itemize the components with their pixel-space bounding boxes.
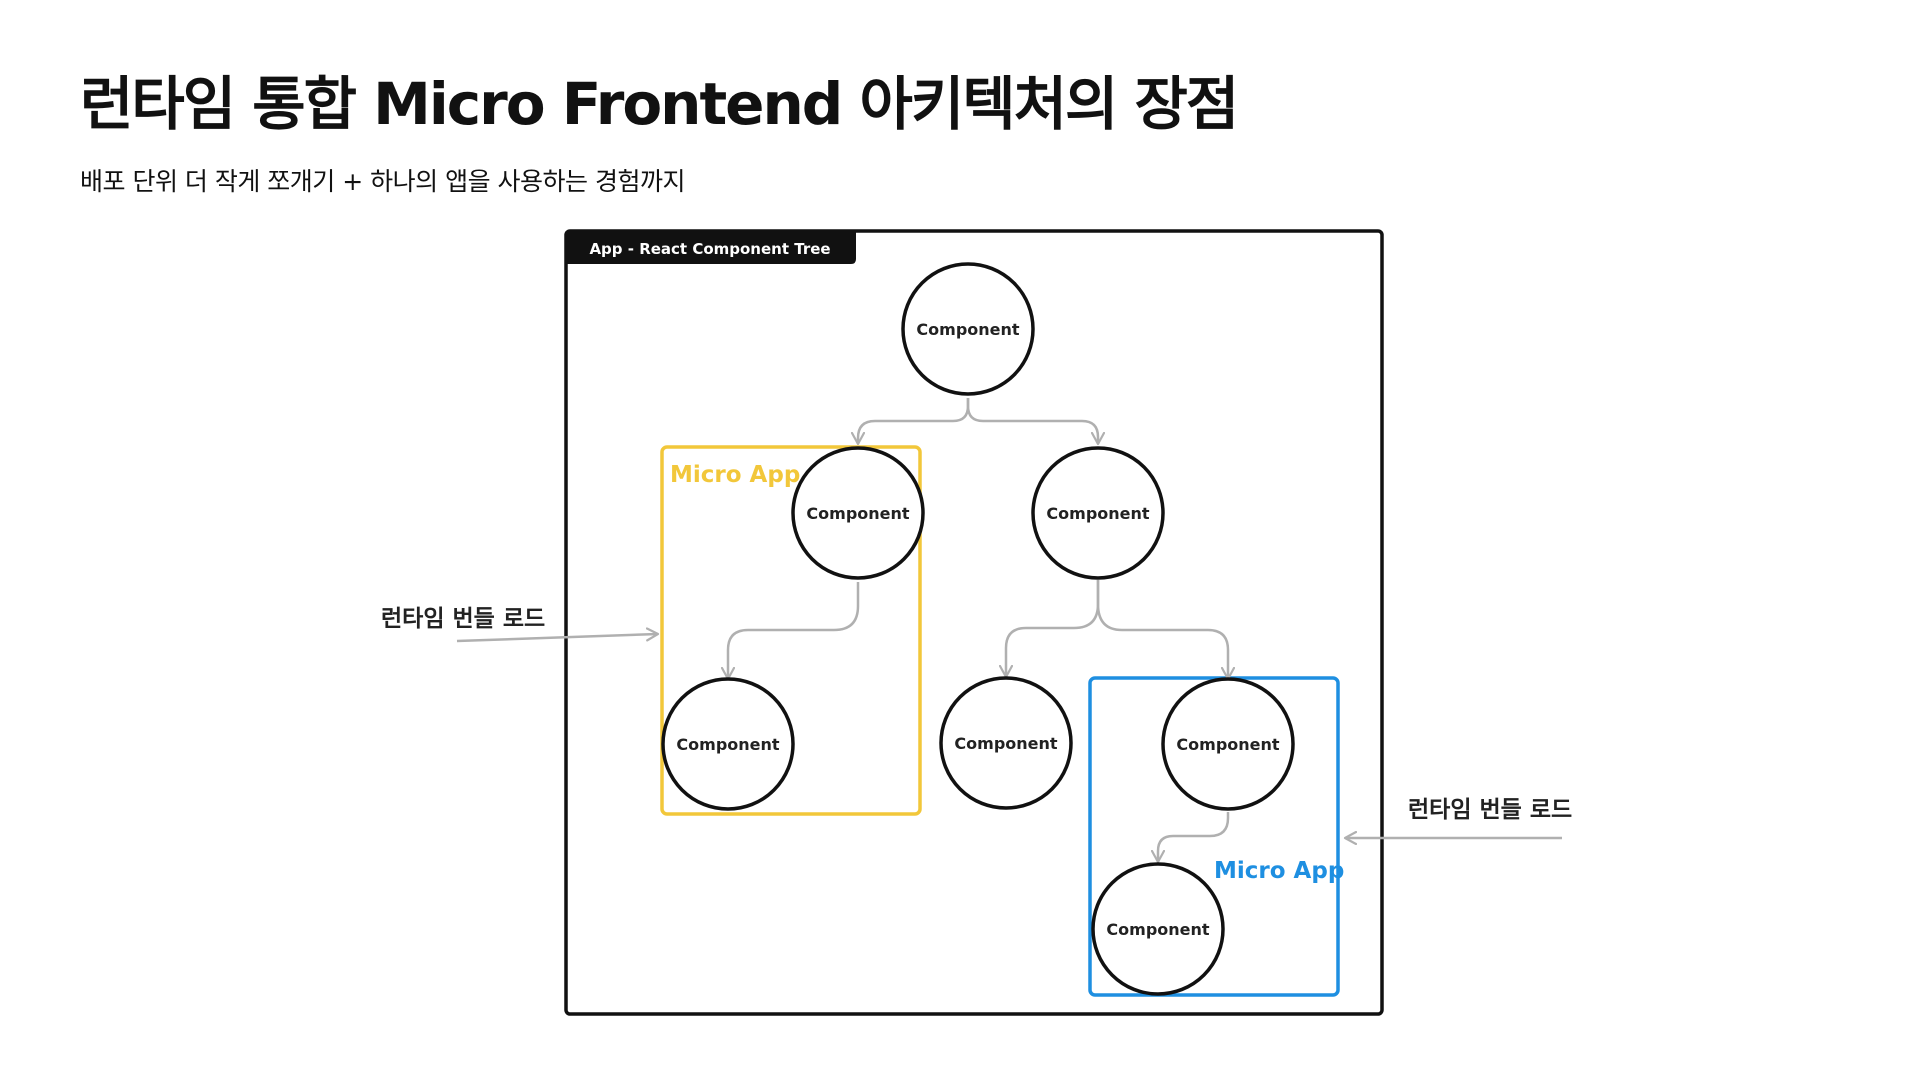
svg-text:Component: Component: [954, 734, 1057, 753]
runtime-load-arrow-left: [456, 634, 658, 643]
svg-text:Component: Component: [1176, 735, 1279, 754]
component-node: Component: [661, 677, 795, 811]
component-node: Component: [1031, 446, 1165, 580]
svg-text:Component: Component: [916, 320, 1019, 339]
component-node: Component: [1091, 862, 1225, 996]
svg-text:Component: Component: [1046, 504, 1149, 523]
page-subtitle: 배포 단위 더 작게 쪼개기 + 하나의 앱을 사용하는 경험까지: [80, 167, 685, 196]
app-container-tab: [566, 231, 856, 264]
edge-mid-right: [1096, 580, 1228, 679]
micro-app-label-left: Micro App: [670, 462, 800, 488]
edge-mid-left: [1006, 580, 1100, 677]
svg-text:Component: Component: [676, 735, 779, 754]
page-title: 런타임 통합 Micro Frontend 아키텍처의 장점: [80, 70, 1239, 138]
app-container-label: App - React Component Tree: [589, 240, 830, 258]
edge-root-left: [858, 398, 970, 444]
component-node: Component: [901, 262, 1035, 396]
runtime-load-label-right: 런타임 번들 로드: [1408, 797, 1572, 823]
component-node: Component: [939, 676, 1073, 810]
edge-left-child: [728, 582, 860, 679]
app-container: [564, 229, 1384, 1016]
component-node: Component: [1161, 677, 1295, 811]
edge-right-child: [1158, 812, 1230, 862]
tree-edges: [728, 398, 1228, 862]
micro-app-label-right: Micro App: [1214, 858, 1344, 884]
svg-text:Component: Component: [1106, 920, 1209, 939]
micro-app-box-left: [660, 445, 922, 816]
runtime-load-label-left: 런타임 번들 로드: [381, 606, 545, 632]
micro-app-box-right: [1088, 676, 1340, 997]
component-node: Component: [791, 446, 925, 580]
svg-text:Component: Component: [806, 504, 909, 523]
edge-root-right: [966, 398, 1098, 444]
